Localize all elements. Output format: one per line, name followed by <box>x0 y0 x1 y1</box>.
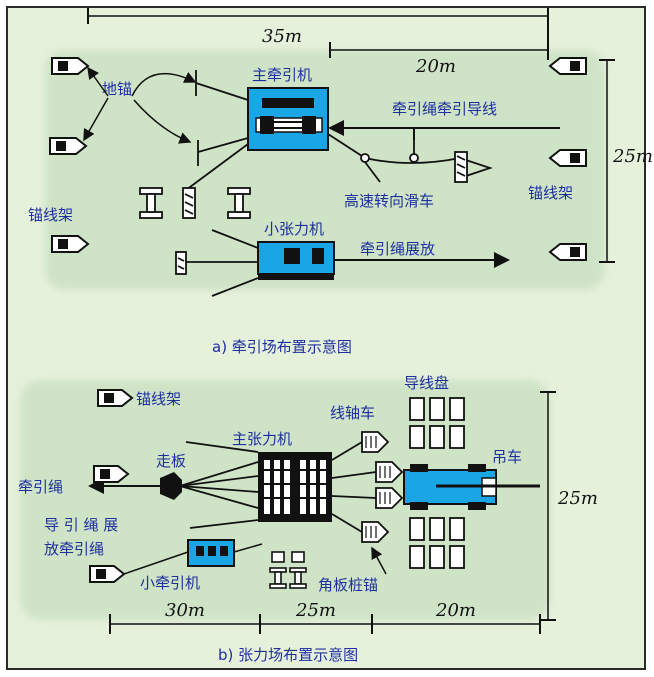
pull-rope-label: 牵引绳 <box>18 478 63 496</box>
dimension-20m: 20m <box>329 42 548 77</box>
crane-icon <box>403 464 540 510</box>
anchor-frame-icon <box>51 235 90 253</box>
dimension-25m-vertical-bottom: 25m <box>540 391 598 621</box>
dim-25m-vertical-bottom-label: 25m <box>557 488 598 509</box>
conductor-reel-grid-bottom <box>409 517 465 569</box>
guide-rope-line <box>123 551 189 575</box>
anchor-rack-right-label: 锚线架 <box>528 184 573 202</box>
reel-stand-icon <box>139 187 251 219</box>
reel-stand-label: 线轴车 <box>330 404 375 422</box>
pulley-icon <box>327 133 493 183</box>
pilot-line-label: 牵引绳牵引导线 <box>392 100 497 118</box>
anchor-frame-icon <box>548 57 587 75</box>
dim-25m-vertical-label: 25m <box>612 146 653 167</box>
main-tensioner-machine <box>258 452 332 522</box>
main-puller-machine <box>247 87 329 151</box>
small-tensioner-stakes <box>175 229 259 297</box>
conductor-reel-grid-top <box>409 397 465 449</box>
running-board-icon <box>160 472 182 500</box>
anchor-frame-icon <box>97 389 134 407</box>
ground-anchor-label: 地锚 <box>102 80 132 98</box>
anchor-frame-icon <box>93 465 130 483</box>
running-board-label: 走板 <box>156 452 186 470</box>
main-tensioner-label: 主张力机 <box>232 430 292 448</box>
anchor-frame-icon <box>548 243 587 261</box>
rope-release-label: 牵引绳展放 <box>360 240 435 258</box>
caption-a: a) 牵引场布置示意图 <box>212 338 352 356</box>
small-puller-machine <box>187 539 235 567</box>
small-tensioner-label: 小张力机 <box>264 220 324 238</box>
dim-35m-label: 35m <box>262 26 302 47</box>
conductor-lines <box>179 441 377 533</box>
tension-site: 锚线架 导线盘 25m 线轴车 <box>18 374 598 664</box>
dimension-bottom-horizontal: 30m 25m 20m <box>109 600 541 634</box>
dimension-25m-vertical: 25m <box>599 59 653 263</box>
wire-reel-icon <box>361 431 404 543</box>
caption-b: b) 张力场布置示意图 <box>218 646 358 664</box>
high-speed-pulley-label: 高速转向滑车 <box>344 192 434 210</box>
anchor-frame-icon <box>89 565 126 583</box>
main-puller-label: 主牵引机 <box>252 66 312 84</box>
anchor-rack-label: 锚线架 <box>136 390 181 408</box>
angle-anchor-pointer <box>371 546 387 575</box>
small-tensioner-machine <box>257 241 335 280</box>
traction-site: 35m 20m 25m <box>28 8 653 356</box>
ground-anchor-pointers <box>83 66 197 144</box>
small-puller-line <box>233 543 263 553</box>
small-puller-label: 小牵引机 <box>140 574 200 592</box>
stake-anchor-icon <box>185 70 249 191</box>
anchor-frame-icon <box>49 137 88 155</box>
dim-25m-label: 25m <box>295 600 336 621</box>
anchor-rack-left-label: 锚线架 <box>28 206 73 224</box>
dimension-35m: 35m <box>87 8 549 60</box>
dim-20m-label: 20m <box>435 600 476 621</box>
anchor-frame-icon <box>548 149 587 167</box>
guide-rope-label-line1: 导 引 绳 展 <box>44 516 118 534</box>
anchor-frame-icon <box>51 57 90 75</box>
angle-anchor-label: 角板桩锚 <box>318 576 378 594</box>
crane-label: 吊车 <box>492 448 522 466</box>
reel-stand-icon <box>269 551 307 589</box>
conductor-reel-label: 导线盘 <box>404 374 449 392</box>
dim-20m-label: 20m <box>415 56 456 77</box>
guide-rope-label-line2: 放牵引绳 <box>44 540 104 558</box>
dim-30m-label: 30m <box>165 600 205 621</box>
reel-stand-hatch <box>365 436 391 538</box>
